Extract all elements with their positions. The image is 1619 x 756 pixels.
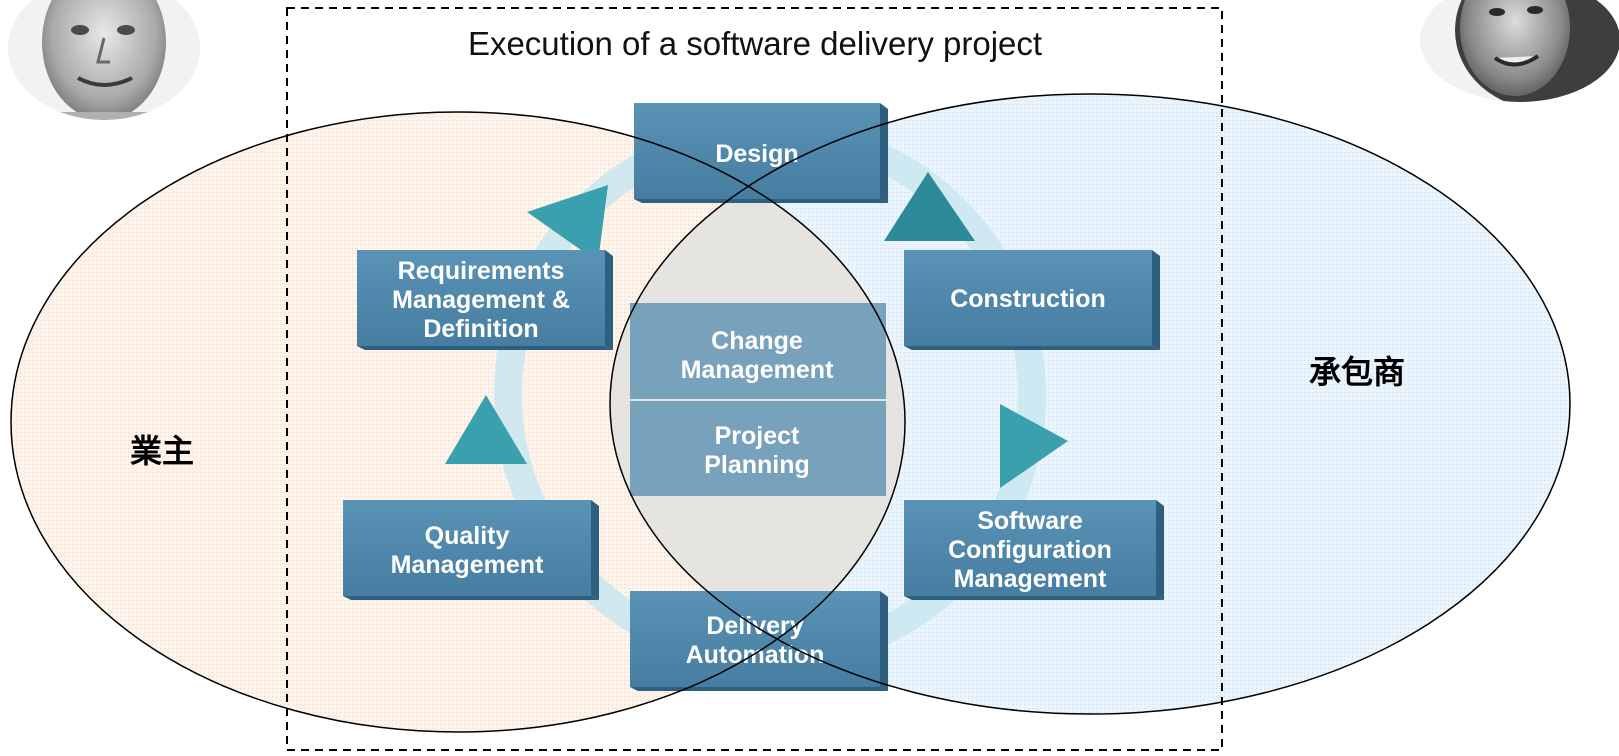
box-scm: Software Configuration Management — [904, 500, 1164, 600]
box-planning-line1: Project — [715, 422, 800, 450]
box-quality-management: Quality Management — [343, 500, 599, 600]
arrow-to-requirements-icon — [445, 395, 527, 464]
box-construction-label: Construction — [950, 285, 1106, 313]
woman-portrait-icon — [1420, 0, 1619, 102]
box-change-line2: Management — [681, 356, 834, 384]
contractor-ellipse-outline — [609, 93, 1571, 715]
project-boundary — [286, 7, 1223, 751]
box-planning-line2: Planning — [704, 451, 810, 479]
owner-ellipse-outline — [10, 111, 906, 733]
box-change-line1: Change — [711, 327, 803, 355]
contractor-label: 承包商 — [1309, 353, 1405, 391]
box-scm-line1: Software — [977, 507, 1083, 535]
arrow-to-design-icon — [527, 185, 608, 262]
box-delivery-line2: Automation — [686, 641, 825, 669]
box-requirements: Requirements Management & Definition — [357, 250, 613, 350]
box-project-planning: Project Planning — [630, 401, 886, 496]
owner-label: 業主 — [130, 432, 194, 470]
box-scm-line2: Configuration — [948, 536, 1112, 564]
box-design: Design — [634, 103, 888, 203]
box-delivery-automation: Delivery Automation — [630, 591, 888, 691]
box-change-management: Change Management — [630, 303, 886, 399]
arrow-from-construction-icon — [884, 172, 975, 241]
box-requirements-line2: Management & — [392, 286, 570, 314]
box-requirements-line3: Definition — [423, 315, 538, 343]
man-portrait-icon — [8, 0, 200, 120]
box-construction: Construction — [904, 250, 1160, 350]
box-quality-line2: Management — [391, 551, 544, 579]
diagram-title: Execution of a software delivery project — [468, 25, 1042, 62]
box-requirements-line1: Requirements — [398, 257, 565, 285]
box-design-label: Design — [715, 140, 798, 168]
box-quality-line1: Quality — [425, 522, 510, 550]
box-scm-line3: Management — [954, 565, 1107, 593]
arrow-to-scm-icon — [1000, 404, 1068, 488]
